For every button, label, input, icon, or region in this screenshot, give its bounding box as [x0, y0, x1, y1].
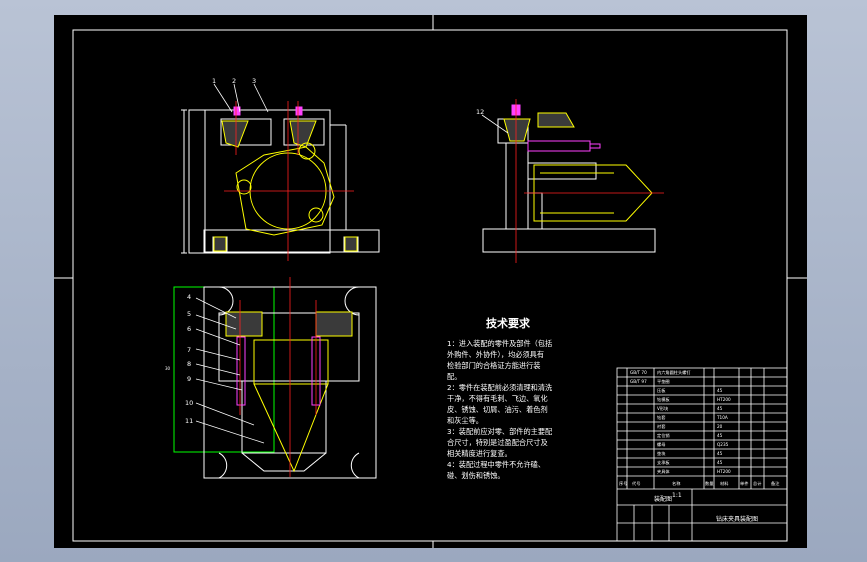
svg-text:定位销: 定位销	[657, 432, 670, 439]
svg-text:45: 45	[717, 433, 723, 438]
tech-line: 合尺寸，特别是过盈配合尺寸及	[447, 438, 548, 447]
svg-text:夹具体: 夹具体	[657, 468, 670, 475]
tech-requirements: 技术要求 1：进入装配的零件及部件（包括 外购件、外协件），均必须具有 检验部门…	[447, 316, 552, 480]
svg-text:HT200: HT200	[717, 469, 731, 474]
balloon-7: 7	[187, 346, 191, 354]
svg-text:衬套: 衬套	[657, 423, 666, 430]
drawing-name: 钻床夹具装配图	[716, 515, 758, 523]
tech-line: 相关精度进行复查。	[447, 449, 512, 458]
balloon-6: 6	[187, 325, 191, 333]
svg-text:钻模板: 钻模板	[657, 396, 670, 403]
balloon-3: 3	[252, 77, 256, 85]
svg-text:压板: 压板	[657, 387, 666, 394]
tech-line: 检验部门的合格证方能进行装	[447, 361, 540, 370]
svg-text:HT200: HT200	[717, 397, 731, 402]
title-block: GB/T 70 内六角圆柱头螺钉 GB/T 97 平垫圈 压板 45 钻模板 HT200…	[616, 367, 788, 542]
tech-line: 4：装配过程中零件不允许磕、	[447, 460, 545, 469]
tech-requirements-title: 技术要求	[486, 316, 531, 330]
svg-text:V形块: V形块	[657, 405, 669, 412]
svg-text:备注: 备注	[771, 480, 780, 487]
balloon-11: 11	[185, 417, 193, 425]
svg-text:45: 45	[717, 460, 723, 465]
drawing-sheet: 1 2 3	[54, 15, 807, 548]
tech-line: 配。	[447, 372, 461, 381]
svg-text:GB/T 70: GB/T 70	[630, 370, 647, 375]
front-view: 1 2 3	[181, 77, 380, 261]
svg-text:数量: 数量	[705, 480, 713, 487]
svg-text:内六角圆柱头螺钉: 内六角圆柱头螺钉	[657, 369, 691, 376]
balloon-10: 10	[185, 399, 193, 407]
svg-text:代号: 代号	[632, 480, 640, 487]
balloon-8: 8	[187, 360, 191, 368]
scale: 1:1	[672, 492, 682, 499]
side-view: 12	[476, 99, 664, 263]
tech-line: 和灰尘等。	[447, 416, 483, 425]
svg-text:平垫圈: 平垫圈	[657, 378, 670, 385]
tech-line: 皮、锈蚀、切屑、油污、着色剂	[447, 405, 548, 414]
balloon-9: 9	[187, 375, 191, 383]
top-view: 30	[165, 277, 377, 479]
svg-text:Q235: Q235	[717, 442, 729, 447]
balloon-4: 4	[187, 293, 191, 301]
svg-text:材料: 材料	[720, 480, 729, 487]
svg-text:名称: 名称	[672, 480, 680, 487]
svg-text:支承板: 支承板	[657, 459, 670, 466]
svg-text:序号: 序号	[619, 480, 627, 487]
tech-line: 3：装配前应对零、部件的主要配	[447, 427, 552, 436]
tech-line: 干净，不得有毛刺、飞边、氧化	[447, 394, 548, 403]
svg-text:单件: 单件	[740, 480, 748, 487]
drawing-canvas: 1 2 3	[54, 15, 807, 548]
svg-text:20: 20	[717, 424, 723, 429]
balloon-5: 5	[187, 310, 191, 318]
balloon-12: 12	[476, 108, 484, 116]
svg-text:T10A: T10A	[716, 415, 728, 420]
tech-line: 2：零件在装配前必须清理和清洗	[447, 383, 552, 392]
sheet-center-ticks	[54, 15, 807, 548]
tech-line: 外购件、外协件），均必须具有	[447, 350, 544, 359]
svg-text:30: 30	[165, 366, 171, 371]
svg-text:螺母: 螺母	[657, 441, 665, 448]
svg-text:45: 45	[717, 406, 723, 411]
svg-text:垫块: 垫块	[657, 450, 666, 457]
svg-text:GB/T 97: GB/T 97	[630, 379, 647, 384]
balloon-2: 2	[232, 77, 236, 85]
balloon-1: 1	[212, 77, 216, 85]
svg-text:总计: 总计	[753, 480, 761, 487]
svg-text:钻套: 钻套	[657, 414, 666, 421]
assembly-label: 装配图	[654, 495, 672, 503]
tech-line: 1：进入装配的零件及部件（包括	[447, 339, 552, 348]
svg-text:45: 45	[717, 388, 723, 393]
inner-border	[72, 29, 788, 542]
svg-text:45: 45	[717, 451, 723, 456]
tech-line: 碰、划伤和锈蚀。	[447, 471, 505, 480]
